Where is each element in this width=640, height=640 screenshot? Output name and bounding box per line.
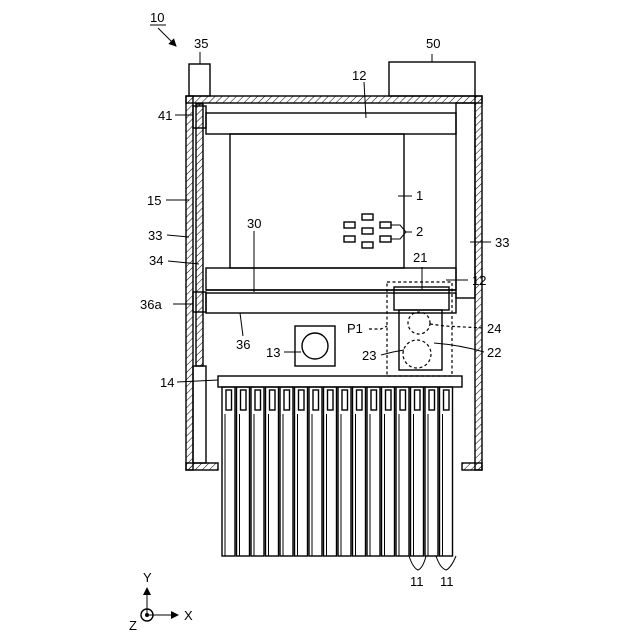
feeder-11 xyxy=(411,387,424,556)
post-35 xyxy=(189,64,210,96)
label-36a: 36a xyxy=(140,297,162,312)
feeder-11 xyxy=(251,387,264,556)
label-41: 41 xyxy=(158,108,172,123)
label-50: 50 xyxy=(426,36,440,51)
leader-23 xyxy=(381,350,404,355)
label-22: 22 xyxy=(487,345,501,360)
feeder-11 xyxy=(367,387,380,556)
feeder-11 xyxy=(309,387,322,556)
label-2: 2 xyxy=(416,224,423,239)
component-2 xyxy=(362,228,373,234)
axis-label-x: X xyxy=(184,608,193,623)
label-21: 21 xyxy=(413,250,427,265)
component-2 xyxy=(380,222,391,228)
label-10: 10 xyxy=(150,10,164,25)
nozzle-23-icon xyxy=(403,340,431,368)
leader-2 xyxy=(391,225,412,239)
label-23: 23 xyxy=(362,348,376,363)
feeder-11 xyxy=(425,387,438,556)
feeder-base-14 xyxy=(218,376,462,387)
feeders-11 xyxy=(222,387,453,556)
label-35: 35 xyxy=(194,36,208,51)
ref-10: 10 xyxy=(150,10,176,46)
feeder-11 xyxy=(324,387,337,556)
label-14: 14 xyxy=(160,375,174,390)
label-11-a: 11 xyxy=(410,574,424,589)
feeder-slot xyxy=(444,390,450,410)
leader-14 xyxy=(177,380,218,382)
component-50 xyxy=(389,62,475,96)
label-1: 1 xyxy=(416,188,423,203)
feeder-11 xyxy=(382,387,395,556)
nozzle-24-icon xyxy=(408,312,430,334)
feeder-11 xyxy=(396,387,409,556)
leader-P1 xyxy=(369,326,387,329)
label-24: 24 xyxy=(487,321,501,336)
feeder-slot xyxy=(357,390,363,410)
feeder-11 xyxy=(222,387,235,556)
column-33-right xyxy=(456,103,475,298)
feeder-11 xyxy=(237,387,250,556)
feeder-slot xyxy=(371,390,377,410)
feeder-11 xyxy=(353,387,366,556)
component-2 xyxy=(344,236,355,242)
feeder-11 xyxy=(338,387,351,556)
label-15: 15 xyxy=(147,193,161,208)
housing-bottom-right-wall xyxy=(462,463,482,470)
feeder-slot xyxy=(284,390,290,410)
leader-11-a xyxy=(409,556,426,570)
feeder-slot xyxy=(328,390,334,410)
label-11-b: 11 xyxy=(440,574,454,589)
camera-lens-icon xyxy=(302,333,328,359)
board-1 xyxy=(230,134,404,268)
component-2 xyxy=(344,222,355,228)
housing-top-wall xyxy=(186,96,482,103)
head-body-22 xyxy=(399,310,442,370)
axis-label-z: Z xyxy=(129,618,137,633)
feeder-slot xyxy=(400,390,406,410)
feeder-slot xyxy=(429,390,435,410)
label-12-top: 12 xyxy=(352,68,366,83)
feeder-slot xyxy=(226,390,232,410)
label-30: 30 xyxy=(247,216,261,231)
housing-bottom-left-wall xyxy=(186,463,218,470)
feeder-11 xyxy=(440,387,453,556)
z-axis-dot xyxy=(145,613,149,617)
feeder-11 xyxy=(295,387,308,556)
label-33-left: 33 xyxy=(148,228,162,243)
feeder-11 xyxy=(280,387,293,556)
component-2 xyxy=(380,236,391,242)
feeder-slot xyxy=(241,390,247,410)
axis-indicator: Y X Z xyxy=(129,570,193,633)
camera-13 xyxy=(295,326,335,366)
components-2 xyxy=(344,214,391,248)
label-12-right: 12 xyxy=(472,273,486,288)
component-2 xyxy=(362,214,373,220)
feeder-slot xyxy=(299,390,305,410)
component-2 xyxy=(362,242,373,248)
label-13: 13 xyxy=(266,345,280,360)
feeder-11 xyxy=(266,387,279,556)
leader-34 xyxy=(168,261,199,264)
leader-11-b xyxy=(436,556,456,570)
feeder-slot xyxy=(270,390,276,410)
rail-12-upper xyxy=(206,113,456,134)
feeder-slot xyxy=(255,390,261,410)
feeder-slot xyxy=(386,390,392,410)
housing-left-wall xyxy=(186,96,193,470)
feeder-slot xyxy=(415,390,421,410)
label-33-right: 33 xyxy=(495,235,509,250)
guide-rail-34 xyxy=(196,104,203,366)
label-34: 34 xyxy=(149,253,163,268)
leader-36 xyxy=(240,313,243,336)
feeder-slot xyxy=(313,390,319,410)
axis-label-y: Y xyxy=(143,570,152,585)
label-36: 36 xyxy=(236,337,250,352)
label-P1: P1 xyxy=(347,321,363,336)
feeder-slot xyxy=(342,390,348,410)
arrow-10 xyxy=(158,28,176,46)
